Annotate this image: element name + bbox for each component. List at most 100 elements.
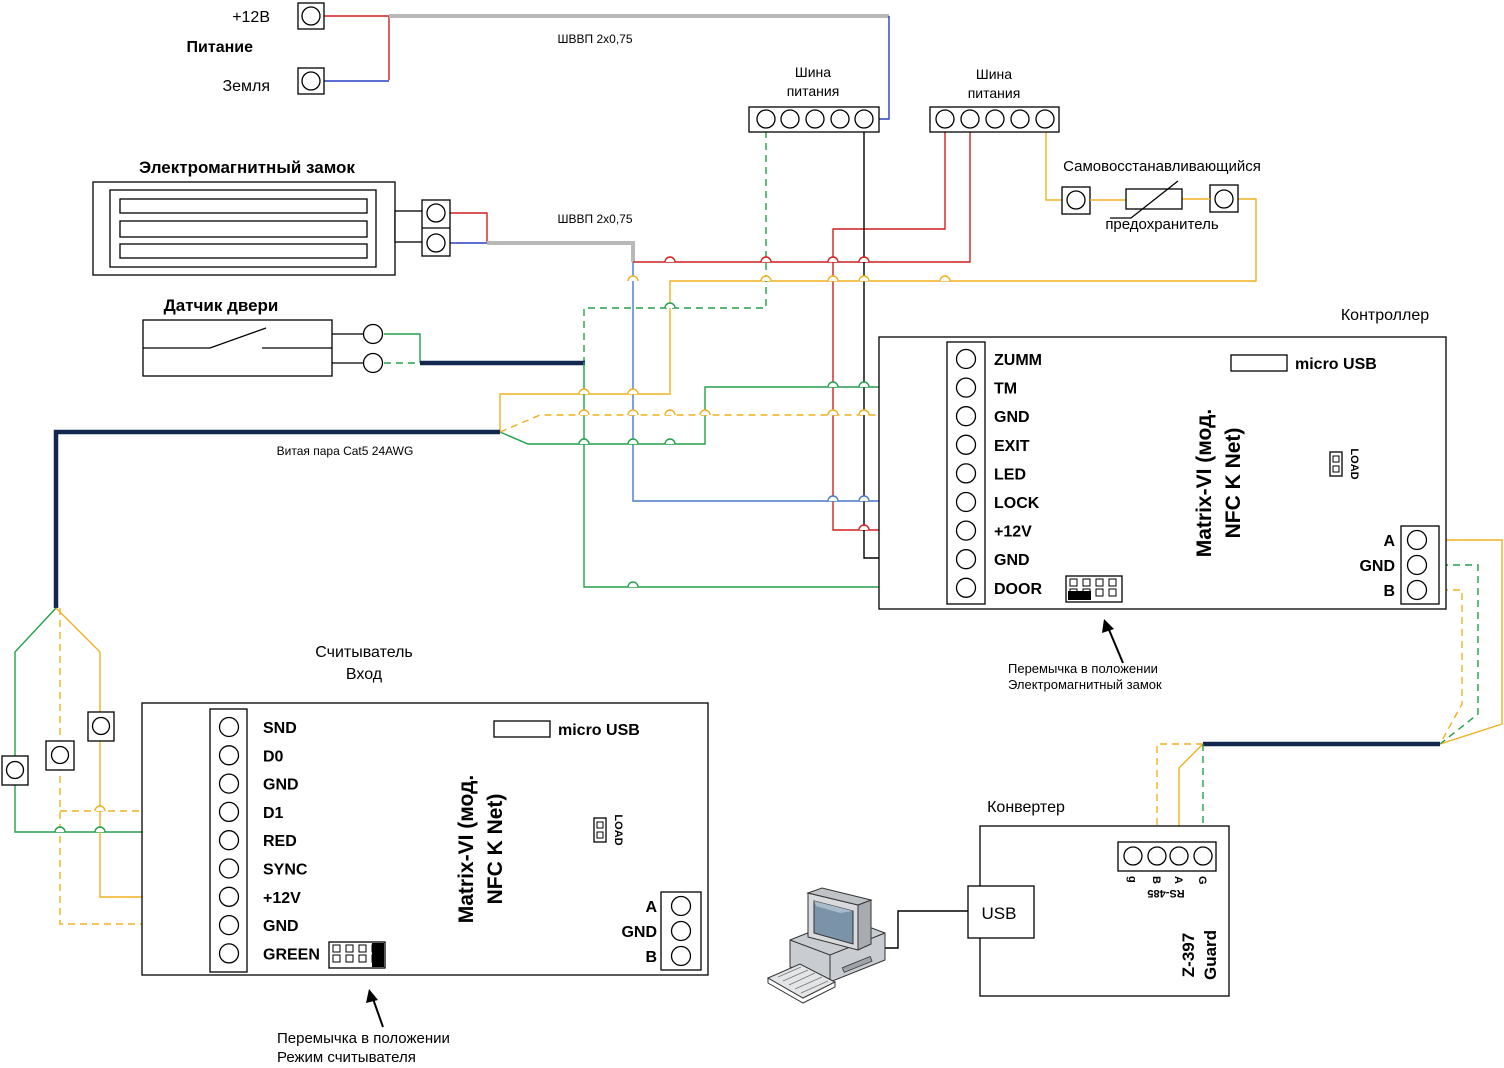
spare-terminal-screw — [91, 716, 111, 736]
controller-terminal-label-lock: LOCK — [994, 495, 1040, 512]
twisted-pair-label: Витая пара Cat5 24AWG — [277, 444, 414, 458]
wire-red-12v-controller — [832, 119, 953, 531]
power-title: Питание — [187, 39, 254, 56]
reader-rs485-terminal-a — [670, 895, 692, 917]
wire-crossing-bump — [627, 388, 639, 395]
controller-rs485-label-gnd: GND — [1359, 558, 1395, 575]
controller-terminal-gnd — [955, 549, 977, 570]
bus1-title-line2: питания — [787, 83, 840, 99]
controller-terminal-label-12v: +12V — [994, 524, 1032, 541]
reader-jumper-pin — [332, 944, 341, 953]
resettable-fuse: Самовосстанавливающийся предохранитель — [1061, 158, 1261, 233]
controller: Контроллер ZUMMTMGNDEXITLEDLOCK+12VGNDDO… — [878, 307, 1447, 692]
controller-jumper-pin — [1108, 588, 1117, 597]
controller-mode-jumper-cap — [1068, 591, 1091, 600]
lock-slot — [119, 220, 368, 238]
wire-crossing-bump — [827, 381, 839, 388]
reader-terminal-gnd — [218, 773, 240, 794]
bus1-title-line1: Шина — [795, 64, 831, 80]
controller-rs485-terminal-gnd — [1406, 554, 1428, 576]
reader-terminal-label-d1: D1 — [263, 805, 284, 822]
fuse-label-top: Самовосстанавливающийся — [1063, 158, 1261, 175]
controller-jumper-pin — [1095, 588, 1104, 597]
reader-rs485-label-b: B — [645, 949, 657, 966]
controller-terminal-label-exit: EXIT — [994, 438, 1030, 455]
pc-keyboard-edge — [767, 978, 836, 1004]
wire-crossing-bump — [627, 275, 639, 282]
cable-twisted-pair — [53, 429, 500, 608]
wire-crossing-bump — [858, 409, 870, 416]
spare-terminal-screw — [50, 745, 70, 765]
converter-usb-port — [967, 885, 1035, 939]
wire-conv-b — [1156, 743, 1203, 856]
reader-load-label: LOAD — [612, 814, 624, 845]
wire-crossing-bump — [827, 495, 839, 502]
wire-crossing-bump — [827, 256, 839, 263]
reader-jumper-pin — [358, 954, 367, 963]
power-plus-label: +12В — [232, 9, 270, 26]
controller-terminal-lock — [955, 491, 977, 513]
wire-crossing-bump — [664, 409, 676, 416]
reader-micro-usb-port — [493, 720, 551, 738]
lock-terminal-minus — [426, 233, 446, 253]
converter-model-line1: Z-397 — [1179, 933, 1198, 977]
wire-orange-to-fuse — [1045, 119, 1063, 201]
bus2-terminal — [960, 109, 980, 129]
controller-rs485-label-b: B — [1383, 583, 1395, 600]
controller-micro-usb-label: micro USB — [1295, 356, 1377, 373]
wire-crossing-bump — [664, 302, 676, 309]
wire-crossing-bump — [94, 826, 106, 833]
reader-load-jumper-pin — [596, 821, 604, 829]
bus2-terminal — [935, 109, 955, 129]
power-bus-2: Шина питания — [929, 66, 1060, 133]
converter-terminal-g — [1123, 846, 1143, 866]
converter-model-line2: Guard — [1201, 930, 1220, 980]
wire-crossing-bump — [858, 275, 870, 282]
reader-caption-line1: Считыватель — [315, 644, 413, 661]
wire-crossing-bump — [578, 438, 590, 445]
reader-terminal-d0 — [218, 745, 240, 766]
wire-crossing-bump — [94, 805, 106, 812]
reader-mode-jumper — [328, 941, 386, 969]
controller-jumper-arrow — [1106, 624, 1124, 664]
controller-terminal-label-zumm: ZUMM — [994, 352, 1042, 369]
wire-crossing-bump — [858, 495, 870, 502]
wire-crossing-bump — [699, 409, 711, 416]
reader-terminal-d1 — [218, 801, 240, 823]
wire-blue-lock — [632, 262, 953, 502]
reader-terminal-label-gnd: GND — [263, 918, 299, 935]
reader-jumper-note-line2: Режим считывателя — [277, 1049, 416, 1066]
bus1-terminal — [830, 109, 850, 129]
reader-jumper-pin — [345, 954, 354, 963]
controller-terminal-label-gnd: GND — [994, 552, 1030, 569]
converter-pin-label-a: A — [1172, 876, 1184, 884]
reader-rs485-terminal-gnd — [670, 920, 692, 942]
wire-crossing-bump — [54, 826, 66, 833]
wire-lock-plus — [449, 212, 488, 242]
reader-rs485-label-gnd: GND — [621, 924, 657, 941]
lock-slot — [119, 243, 368, 259]
reader-rs485-label-a: A — [645, 899, 657, 916]
reader-terminal-label-red: RED — [263, 833, 297, 850]
controller-caption: Контроллер — [1341, 307, 1429, 324]
fuse-terminal-left-screw — [1066, 190, 1086, 210]
wire-crossing-bump — [858, 381, 870, 388]
lock-slot — [119, 198, 368, 214]
converter-caption: Конвертер — [987, 799, 1065, 816]
controller-model-line1: Matrix-VI (мод. — [1193, 409, 1216, 558]
wire-crossings — [54, 256, 951, 833]
controller-load-jumper-pin — [1332, 465, 1340, 473]
reader-terminal-12v — [218, 886, 240, 907]
bus1-terminal — [756, 109, 776, 129]
bus2-title-line2: питания — [968, 85, 1021, 101]
bus2-terminal — [985, 109, 1005, 129]
wire-crossing-bump — [578, 409, 590, 416]
wire-rs485-b — [1429, 589, 1463, 745]
controller-terminal-label-gnd: GND — [994, 409, 1030, 426]
reader-mode-jumper-cap — [372, 943, 384, 967]
reader-terminal-label-green: GREEN — [263, 946, 320, 963]
controller-jumper-pin — [1108, 578, 1117, 587]
